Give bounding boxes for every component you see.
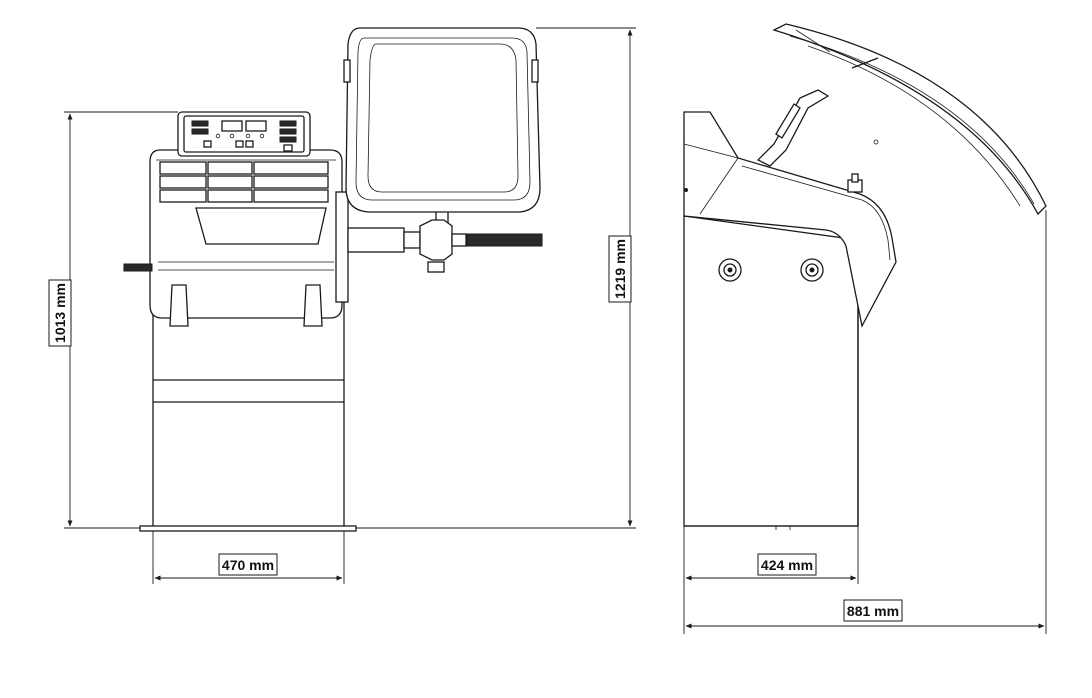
tray-slot [159, 189, 207, 203]
left-shaft-stub [123, 263, 153, 272]
display-led [191, 128, 209, 135]
front-recess-panel [195, 207, 327, 245]
display-led [191, 120, 209, 127]
side-knob [718, 258, 742, 282]
display-window [221, 120, 243, 132]
side-knob [800, 258, 824, 282]
front-foot-left [169, 284, 189, 327]
display-led [279, 128, 297, 135]
front-base-plate [139, 525, 357, 532]
tray-slot [253, 161, 329, 175]
wheel-guard-hood [345, 27, 541, 213]
label-front-height: 1013 mm [48, 279, 72, 347]
console-button [235, 140, 244, 148]
front-cabinet [152, 299, 345, 529]
threaded-shaft [465, 233, 543, 247]
console-button [203, 140, 212, 148]
tray-slot [207, 189, 253, 203]
tray-slot [207, 161, 253, 175]
display-led [279, 136, 297, 143]
side-cabinet [683, 215, 859, 527]
hood-arm [756, 89, 830, 167]
label-side-total-depth: 881 mm [843, 599, 903, 622]
main-shaft-housing [347, 227, 405, 253]
svg-text:424 mm: 424 mm [761, 557, 813, 573]
side-upper-body [683, 111, 897, 328]
wheel-flange [419, 219, 453, 261]
svg-text:881 mm: 881 mm [847, 603, 899, 619]
label-total-height: 1219 mm [608, 235, 632, 303]
side-hood-raised [772, 23, 1047, 216]
front-view [64, 27, 636, 584]
svg-text:470 mm: 470 mm [222, 557, 274, 573]
console-button [245, 140, 254, 148]
tray-slot [159, 175, 207, 189]
console-button [283, 144, 293, 152]
tray-slot [253, 175, 329, 189]
display-window [245, 120, 267, 132]
tray-slot [159, 161, 207, 175]
label-side-base-depth: 424 mm [757, 553, 817, 576]
tray-slot [253, 189, 329, 203]
side-view [683, 23, 1047, 634]
display-led [279, 120, 297, 127]
tray-slot [207, 175, 253, 189]
front-foot-right [303, 284, 323, 327]
side-bracket [335, 191, 349, 303]
svg-text:1219 mm: 1219 mm [612, 239, 628, 299]
svg-text:1013 mm: 1013 mm [52, 283, 68, 343]
label-front-width: 470 mm [218, 553, 278, 576]
